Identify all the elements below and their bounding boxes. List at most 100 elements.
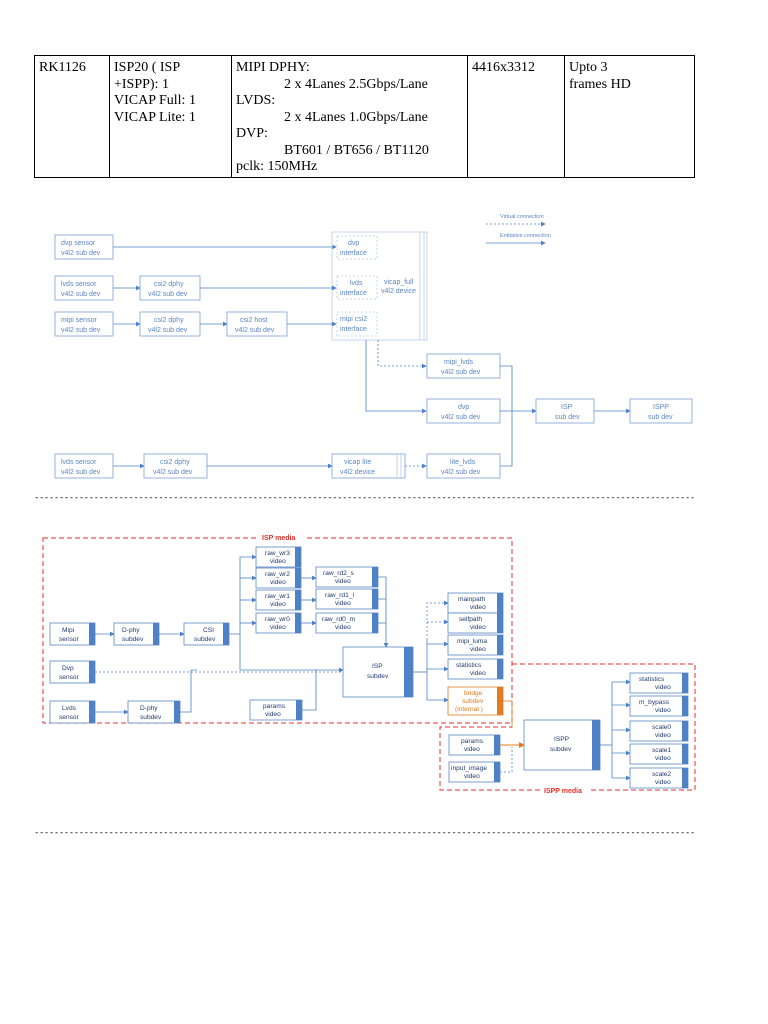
svg-text:video: video (470, 646, 486, 653)
svg-text:v4l2 sub dev: v4l2 sub dev (441, 414, 481, 421)
isp-cell: ISP20 ( ISP +ISPP): 1 VICAP Full: 1 VICA… (109, 55, 232, 178)
svg-text:statistics: statistics (639, 676, 665, 683)
svg-text:sensor: sensor (59, 636, 80, 643)
svg-text:sub dev: sub dev (555, 414, 580, 421)
svg-text:v4l2 sub dev: v4l2 sub dev (441, 469, 481, 476)
svg-text:lvds: lvds (350, 280, 363, 287)
svg-text:D-phy: D-phy (122, 627, 140, 634)
svg-text:ISPP: ISPP (554, 736, 570, 743)
raw-rd1-video-box: raw_rd1_l video (315, 588, 379, 610)
input-image-video-box: input_image video (448, 761, 501, 783)
svg-text:Dvp: Dvp (62, 665, 74, 672)
frames-line: frames HD (569, 76, 631, 92)
svg-text:selfpath: selfpath (459, 616, 482, 623)
svg-text:vicap lite: vicap lite (344, 459, 371, 466)
svg-text:subdev: subdev (122, 636, 144, 643)
svg-text:subdev: subdev (194, 636, 216, 643)
svg-text:scale0: scale0 (652, 724, 671, 731)
svg-text:lvds sensor: lvds sensor (61, 459, 97, 466)
iface-line: LVDS: (236, 93, 276, 108)
csi2-host-box: csi2 host v4l2 sub dev (226, 311, 288, 337)
svg-text:m_bypass: m_bypass (639, 699, 670, 706)
vicap-full-label: vicap_full v4l2 device (381, 279, 416, 295)
vicap-topology-diagram: Virtual connection Entitative connection… (54, 214, 693, 479)
svg-text:ISP: ISP (561, 404, 573, 411)
m-bypass-video-box: m_bypass video (629, 695, 689, 717)
scale2-video-box: scale2 video (629, 767, 689, 789)
svg-text:sensor: sensor (59, 714, 80, 721)
resolution-cell: 4416x3312 (467, 55, 565, 178)
svg-text:v4l2 sub dev: v4l2 sub dev (148, 291, 188, 298)
svg-text:mipi_luma: mipi_luma (457, 638, 487, 645)
iface-line: pclk: 150MHz (236, 159, 318, 174)
svg-text:params: params (263, 703, 286, 710)
svg-text:csi2 dphy: csi2 dphy (160, 459, 190, 466)
raw-wr2-video-box: raw_wr2 video (255, 567, 302, 589)
svg-text:video: video (655, 707, 671, 714)
mipi-sensor-box: mipi sensor v4l2 sub dev (54, 311, 114, 337)
separator-line: ----------------------------------------… (34, 493, 696, 503)
svg-text:mainpath: mainpath (458, 596, 485, 603)
svg-text:dvp: dvp (458, 404, 469, 411)
svg-text:dvp: dvp (348, 240, 359, 247)
svg-text:video: video (335, 600, 351, 607)
svg-text:sensor: sensor (59, 674, 80, 681)
isp-media-label: ISP media (262, 535, 295, 542)
iface-line: MIPI DPHY: (236, 60, 310, 75)
legend-entitative-text: Entitative connection (500, 233, 551, 239)
svg-text:video: video (464, 773, 480, 780)
svg-text:video: video (335, 624, 351, 631)
csi2-dphy-box: csi2 dphy v4l2 sub dev (139, 311, 201, 337)
iface-line: 2 x 4Lanes 1.0Gbps/Lane (284, 109, 428, 125)
svg-text:ISP: ISP (372, 663, 383, 670)
csi2-dphy-box: csi2 dphy v4l2 sub dev (143, 453, 208, 479)
isp-subdev-box: ISP subdev (342, 646, 414, 698)
svg-text:video: video (265, 711, 281, 718)
scale1-video-box: scale1 video (629, 743, 689, 765)
iface-line: DVP: (236, 126, 268, 141)
params-video-box: params video (448, 734, 501, 756)
interface-cell: MIPI DPHY: 2 x 4Lanes 2.5Gbps/Lane LVDS:… (231, 55, 468, 178)
svg-text:ISPP: ISPP (653, 404, 669, 411)
mipi-lvds-subdev-box: mipi_lvds v4l2 sub dev (426, 353, 501, 379)
svg-text:interface: interface (340, 290, 367, 297)
mipi-sensor-box: Mipi sensor (49, 622, 96, 646)
svg-text:v4l2 sub dev: v4l2 sub dev (441, 369, 481, 376)
svg-text:v4l2 sub dev: v4l2 sub dev (61, 291, 101, 298)
selfpath-video-box: selfpath video (447, 612, 504, 634)
svg-text:video: video (335, 578, 351, 585)
isp-line: VICAP Lite: 1 (114, 109, 196, 125)
isp-line: VICAP Full: 1 (114, 93, 196, 108)
bridge-subdev-box: bridge subdev (internal ) (447, 686, 504, 716)
scale0-video-box: scale0 video (629, 720, 689, 742)
svg-text:raw_wr0: raw_wr0 (265, 616, 290, 623)
statistics-video-box: statistics video (629, 672, 689, 694)
vicap-lite-box: vicap lite v4l2 device (331, 453, 406, 479)
svg-text:raw_rd1_l: raw_rd1_l (325, 592, 354, 599)
svg-text:Mipi: Mipi (62, 627, 75, 634)
isp-media-diagram: ISP media ISPP media Mipi sensor Dvp sen… (42, 532, 696, 795)
svg-text:v4l2 sub dev: v4l2 sub dev (61, 327, 101, 334)
svg-text:lite_lvds: lite_lvds (450, 459, 476, 466)
mainpath-video-box: mainpath video (447, 592, 504, 614)
svg-text:raw_rd2_s: raw_rd2_s (323, 570, 354, 577)
isp-line: +ISPP): 1 (114, 76, 169, 92)
ispp-media-label: ISPP media (544, 788, 582, 795)
svg-text:csi2 host: csi2 host (240, 317, 268, 324)
svg-text:subdev: subdev (462, 698, 484, 705)
dphy-subdev-box: D-phy subdev (113, 622, 160, 646)
iface-line: 2 x 4Lanes 2.5Gbps/Lane (284, 76, 428, 92)
lvds-sensor-box: lvds sensor v4l2 sub dev (54, 275, 114, 301)
svg-text:interface: interface (340, 326, 367, 333)
svg-text:video: video (470, 604, 486, 611)
svg-text:video: video (655, 684, 671, 691)
lvds-sensor-box: Lvds sensor (49, 700, 96, 724)
svg-text:lvds sensor: lvds sensor (61, 281, 97, 288)
svg-text:csi2 dphy: csi2 dphy (154, 281, 184, 288)
legend-virtual-text: Virtual connection (500, 214, 544, 220)
separator-line: ----------------------------------------… (34, 828, 696, 838)
svg-text:video: video (655, 779, 671, 786)
ispp-subdev-box: ISPP subdev (523, 719, 601, 771)
svg-text:subdev: subdev (550, 746, 572, 753)
svg-text:statistics: statistics (456, 662, 482, 669)
